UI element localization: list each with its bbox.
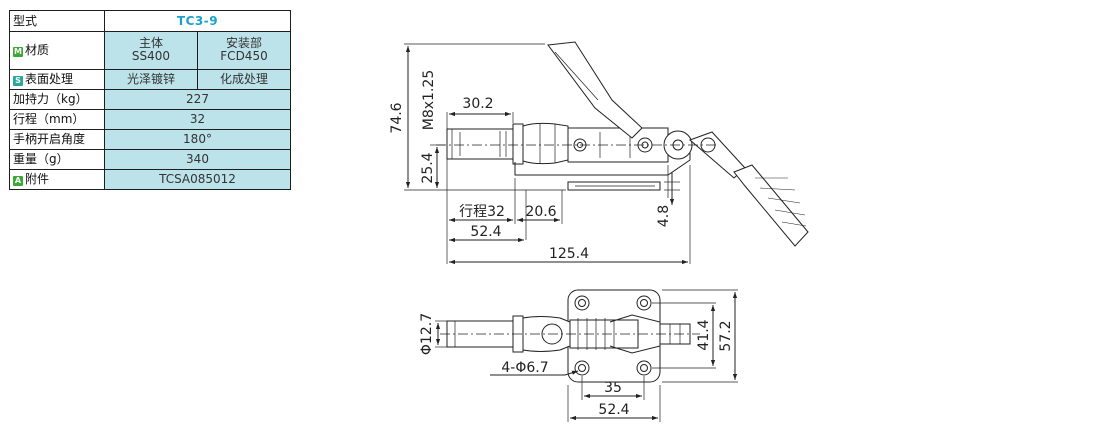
model-value: TC3-9 — [104, 9, 291, 33]
dim-125-4: 125.4 — [549, 246, 589, 262]
handle-angle-value: 180° — [104, 128, 291, 150]
plunger-body — [522, 122, 569, 165]
material-label: 材质 — [25, 42, 50, 57]
dim-25-4: 25.4 — [420, 152, 436, 183]
handle-angle-label: 手柄开启角度 — [9, 128, 105, 150]
dim-phi12-7: Φ12.7 — [419, 313, 435, 355]
material-mount-title: 安装部 — [225, 36, 262, 51]
surface-badge-icon: S — [13, 75, 23, 86]
dim-holes: 4-Φ6.7 — [501, 360, 548, 376]
handle-upper — [547, 41, 643, 139]
dim-4-8: 4.8 — [656, 205, 672, 227]
stroke-label: 行程（mm） — [9, 108, 105, 130]
dim-74-6: 74.6 — [389, 102, 405, 133]
material-body-title: 主体 — [138, 36, 163, 51]
stroke-value: 32 — [104, 108, 291, 130]
material-body-value: SS400 — [131, 49, 171, 64]
surface-body-value: 光泽镀锌 — [104, 68, 198, 90]
dim-thread: M8x1.25 — [421, 70, 437, 130]
holding-force-label: 加持力（kg） — [9, 88, 105, 110]
top-view — [435, 289, 738, 422]
handle-lower — [689, 131, 809, 247]
surface-label: 表面处理 — [25, 71, 74, 86]
dim-35: 35 — [604, 380, 622, 396]
side-view — [404, 41, 809, 265]
holes-leader — [490, 370, 579, 376]
dim-57-2: 57.2 — [718, 320, 734, 351]
accessory-badge-icon: A — [13, 175, 23, 186]
dim-stroke: 行程32 — [459, 204, 505, 220]
dim-base-52-4: 52.4 — [470, 224, 501, 240]
dim-20-6: 20.6 — [525, 204, 556, 220]
accessory-value: TCSA085012 — [104, 168, 291, 191]
material-badge-icon: M — [13, 46, 23, 57]
accessory-label: 附件 — [25, 171, 50, 186]
material-mount-value: FCD450 — [220, 49, 268, 64]
spindle — [446, 123, 524, 165]
weight-value: 340 — [104, 148, 291, 170]
material-mount-cell: 安装部 FCD450 — [197, 31, 291, 70]
dim-30-2: 30.2 — [462, 96, 493, 112]
weight-label: 重量（g） — [9, 148, 105, 170]
dim-top-52-4: 52.4 — [598, 402, 629, 418]
dim-41-4: 41.4 — [696, 319, 712, 350]
model-label: 型式 — [9, 9, 105, 33]
